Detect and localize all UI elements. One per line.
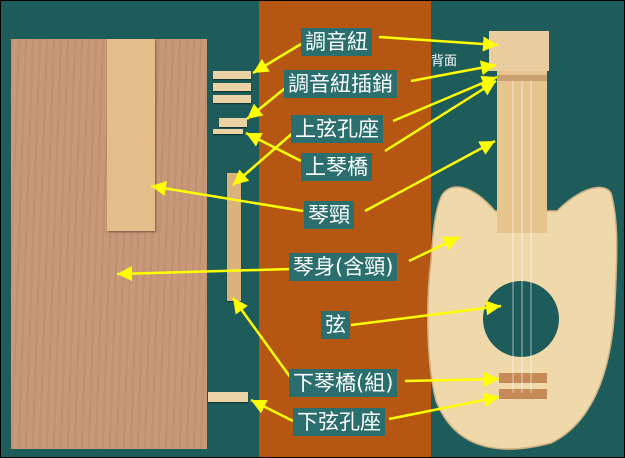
- tuning-peg-piece-1: [213, 71, 251, 79]
- arrow-neck-left: [150, 181, 304, 213]
- arrow-lower-seat-left: [250, 398, 294, 423]
- label-upper-bridge: 上琴橋: [301, 153, 372, 181]
- label-body-with-neck: 琴身(含頸): [289, 253, 398, 281]
- arrow-body-left: [116, 266, 292, 282]
- lower-string-hole-seat-piece: [208, 392, 248, 402]
- arrow-tuning-peg-right: [378, 35, 499, 52]
- arrow-body-right: [408, 235, 460, 263]
- tuning-peg-pin-piece: [219, 118, 247, 127]
- label-string: 弦: [321, 311, 350, 339]
- arrow-lower-bridge-left: [231, 297, 295, 382]
- arrow-upper-bridge-left: [245, 131, 302, 163]
- sound-hole: [483, 281, 559, 357]
- arrow-upper-bridge-right: [384, 79, 497, 153]
- arrow-neck-right: [364, 139, 496, 213]
- label-upper-string-hole-seat: 上弦孔座: [291, 115, 383, 143]
- arrow-upper-seat-left: [232, 130, 296, 186]
- arrow-lower-bridge-right: [404, 371, 500, 387]
- arrow-tuning-peg-pin: [246, 84, 290, 120]
- label-back: 背面: [431, 54, 458, 69]
- upper-string-hole-seat-piece: [213, 129, 243, 134]
- headstock: [489, 31, 549, 71]
- label-lower-string-hole-seat: 下弦孔座: [293, 408, 385, 436]
- upper-bridge-part: [497, 75, 547, 81]
- arrow-string: [350, 300, 502, 327]
- neck-blank-wood: [107, 39, 155, 231]
- arrow-tuning-peg-left: [252, 42, 302, 75]
- label-tuning-peg: 調音紐: [301, 28, 372, 56]
- tuning-peg-piece-3: [213, 95, 251, 103]
- arrow-lower-seat-right: [388, 392, 500, 421]
- label-lower-bridge-set: 下琴橋(組): [289, 369, 398, 397]
- label-neck: 琴頸: [304, 201, 354, 229]
- lower-bridge-part-2: [499, 389, 547, 399]
- neck-strip-piece: [227, 173, 241, 301]
- tuning-peg-piece-2: [213, 83, 251, 91]
- arrow-back-right: [410, 60, 497, 83]
- label-tuning-peg-pin: 調音紐插銷: [284, 70, 397, 98]
- lower-bridge-part: [499, 373, 547, 383]
